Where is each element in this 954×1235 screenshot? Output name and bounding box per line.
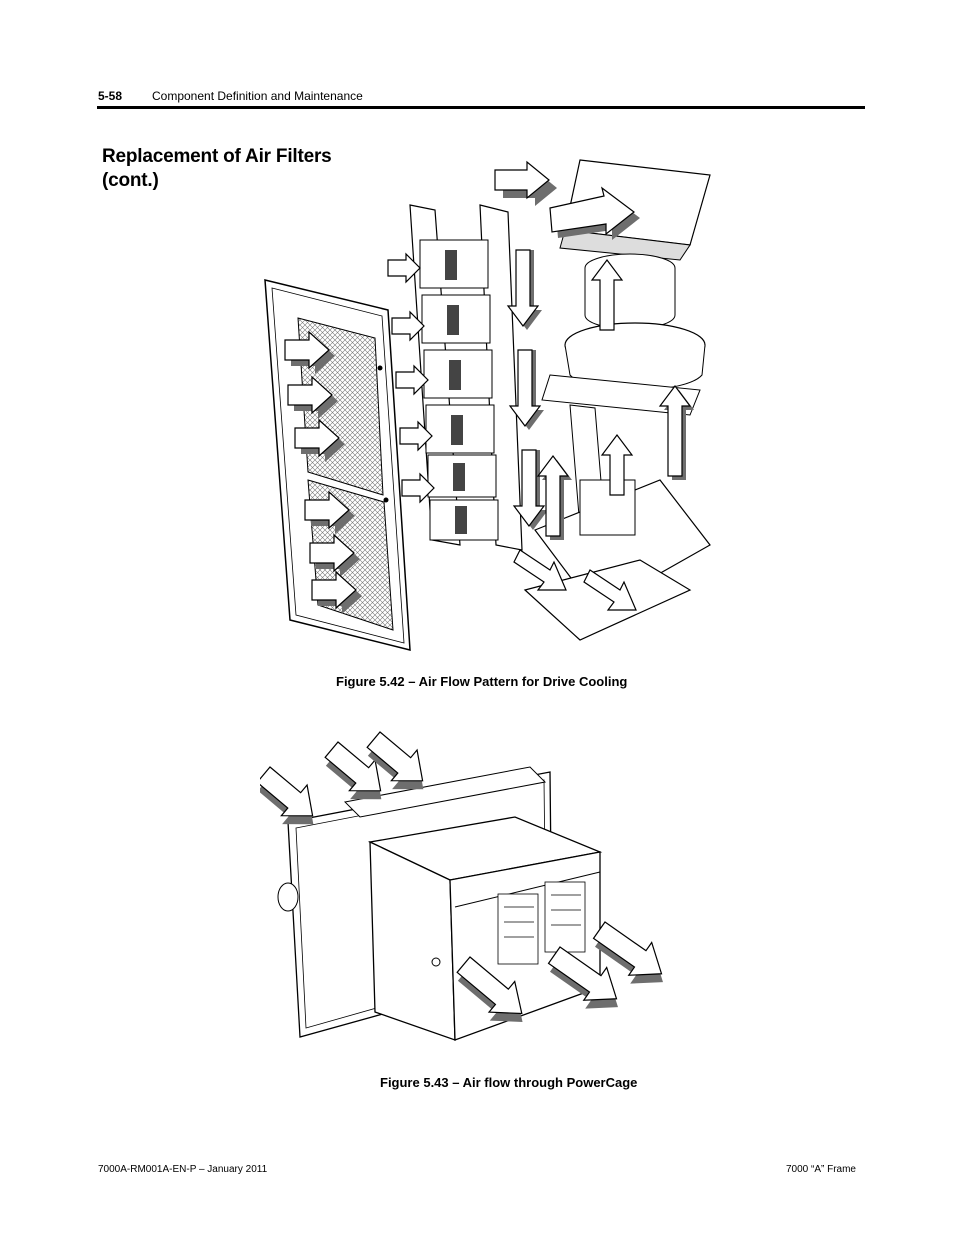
section-title: Replacement of Air Filters (cont.) bbox=[102, 146, 332, 191]
page-header-title: Component Definition and Maintenance bbox=[152, 89, 363, 103]
powercage-airflow-illustration bbox=[260, 722, 700, 1052]
page-header-number: 5-58 bbox=[98, 89, 123, 103]
figure-caption: Figure 5.42 – Air Flow Pattern for Drive… bbox=[336, 674, 628, 689]
footer-document-id: 7000A-RM001A-EN-P – January 2011 bbox=[98, 1164, 268, 1175]
footer-product-name: 7000 “A” Frame bbox=[785, 1164, 856, 1175]
header-rule bbox=[97, 106, 865, 109]
figure-caption: Figure 5.43 – Air flow through PowerCage bbox=[380, 1075, 638, 1090]
airflow-drive-cooling-illustration bbox=[250, 150, 720, 660]
